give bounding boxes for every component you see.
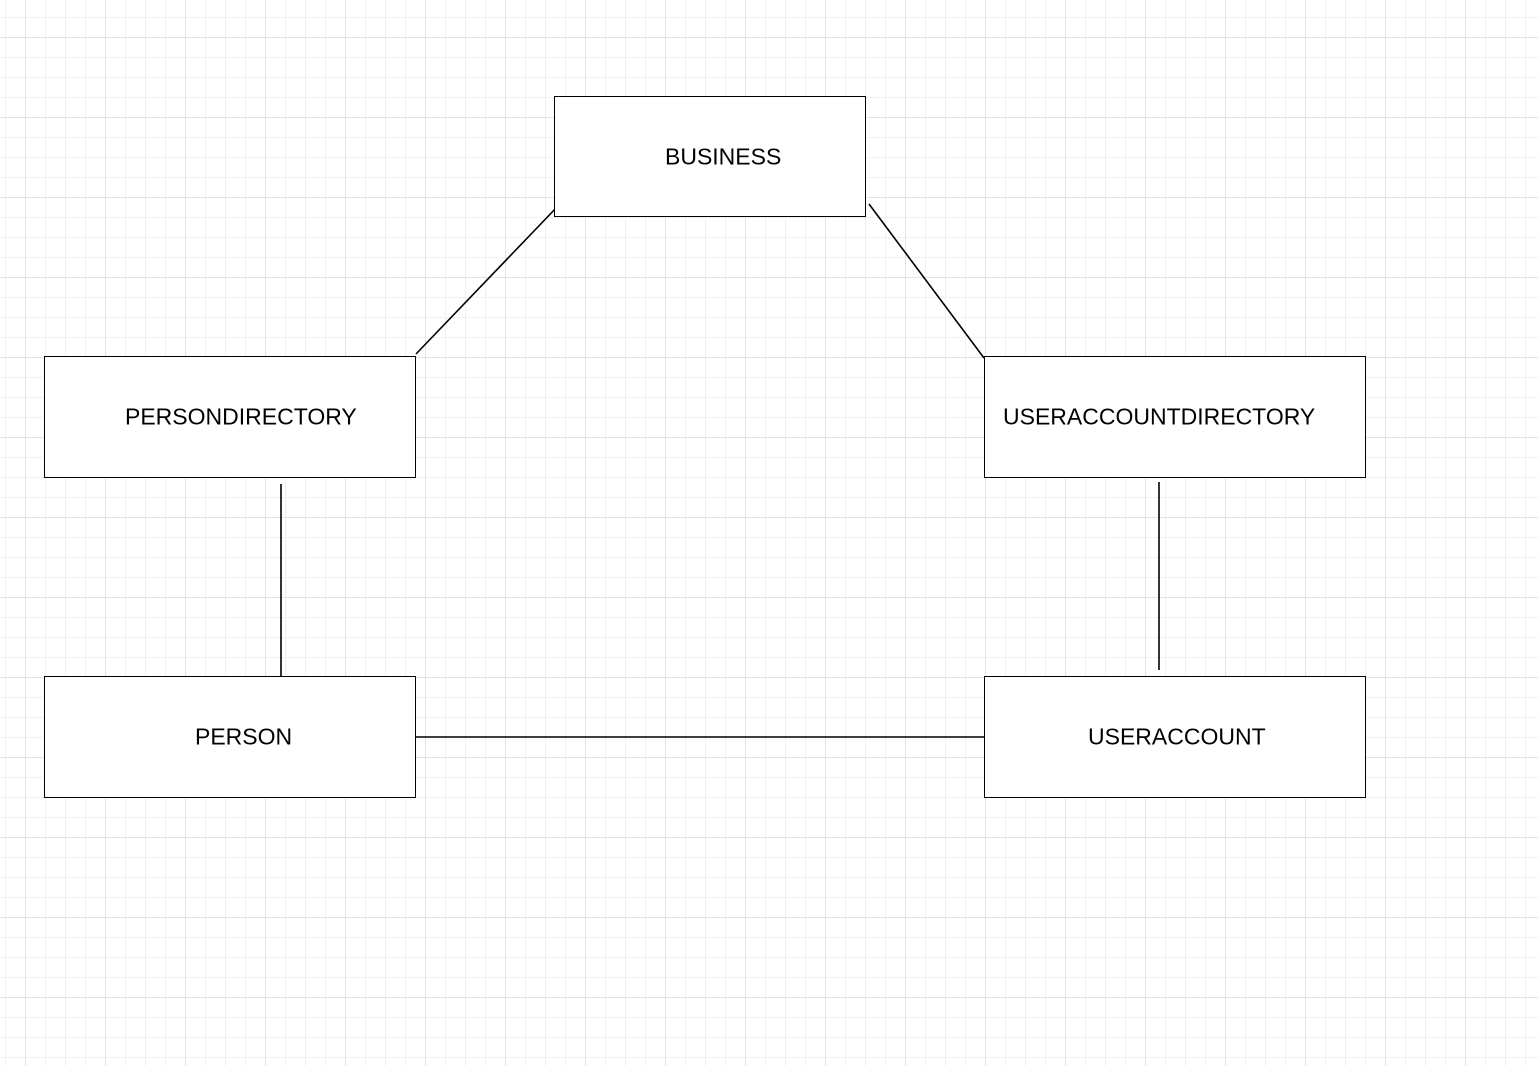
edge-business-useraccountdirectory[interactable] xyxy=(868,203,985,359)
node-business[interactable]: BUSINESS xyxy=(554,96,866,217)
node-business-label: BUSINESS xyxy=(665,143,782,169)
node-useraccount[interactable]: USERACCOUNT xyxy=(984,676,1366,798)
node-persondirectory[interactable]: PERSONDIRECTORY xyxy=(44,356,416,478)
edge-business-persondirectory[interactable] xyxy=(415,205,559,355)
node-useraccount-label: USERACCOUNT xyxy=(1088,723,1266,750)
node-person[interactable]: PERSON xyxy=(44,676,416,798)
node-person-label: PERSON xyxy=(195,723,293,750)
node-useraccountdirectory-label: USERACCOUNTDIRECTORY xyxy=(1003,403,1316,430)
node-useraccountdirectory[interactable]: USERACCOUNTDIRECTORY xyxy=(984,356,1366,478)
node-persondirectory-label: PERSONDIRECTORY xyxy=(125,403,357,430)
